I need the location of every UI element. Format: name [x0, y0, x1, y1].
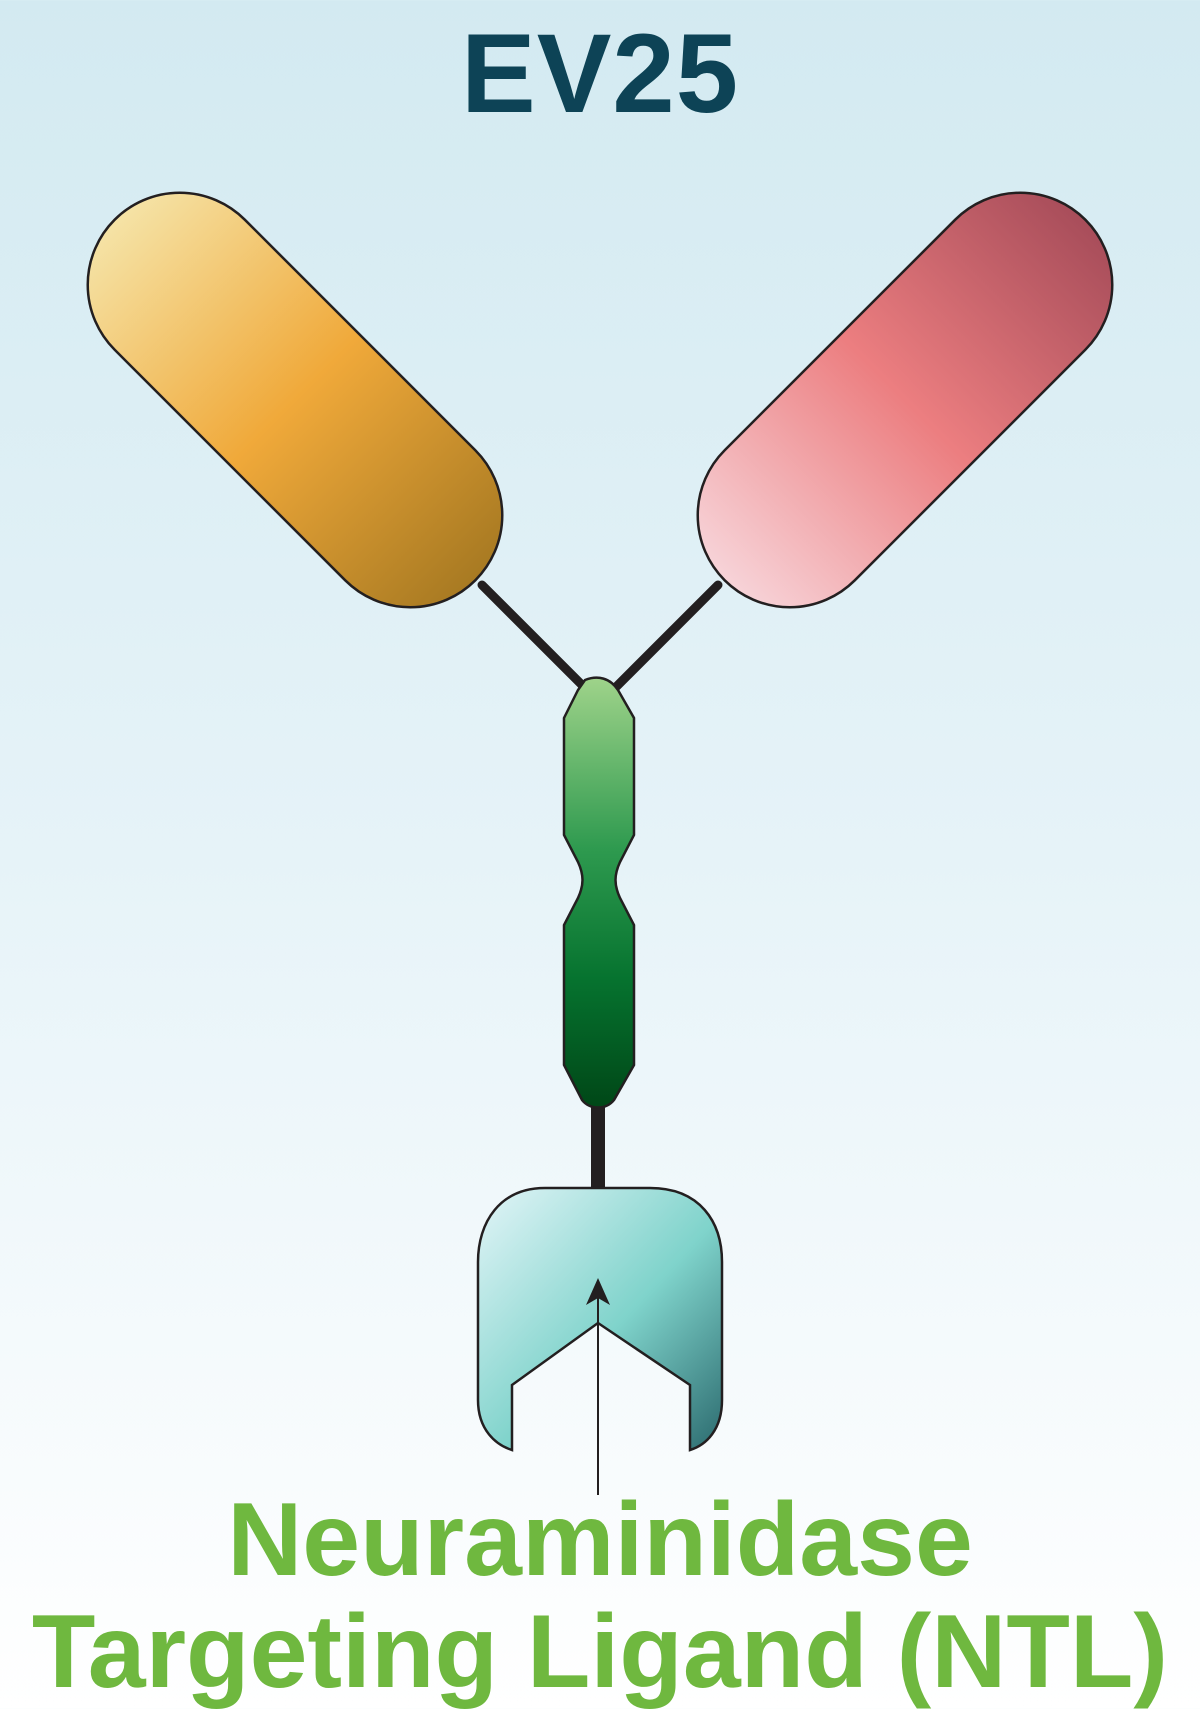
- right-arm-domain: [696, 191, 1114, 609]
- left-arm-linker: [477, 580, 595, 698]
- diagram-title: EV25: [461, 11, 739, 136]
- ligand-label-line1: Neuraminidase: [227, 1482, 973, 1598]
- stem-domain: [562, 676, 636, 1109]
- left-arm-domain: [86, 191, 504, 609]
- ligand-label-line2: Targeting Ligand (NTL): [31, 1594, 1169, 1709]
- right-arm-linker: [605, 580, 723, 698]
- pointer-arrowhead-icon: [586, 1278, 610, 1305]
- ntl-ligand-domain: [476, 1186, 724, 1452]
